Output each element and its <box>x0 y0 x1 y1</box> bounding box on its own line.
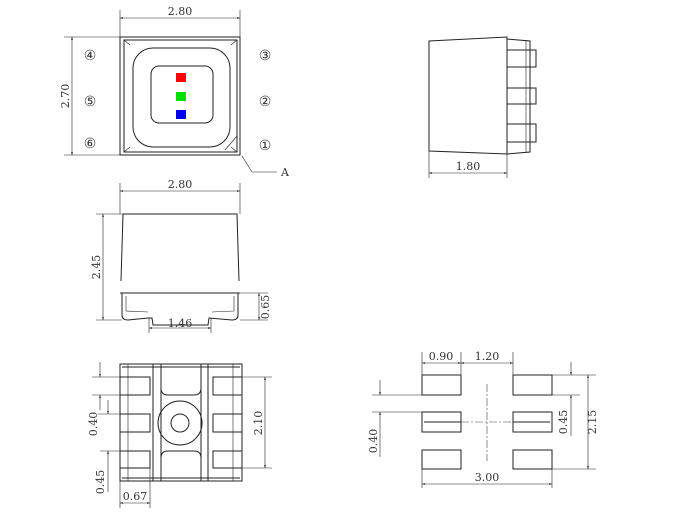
front-view: 2.80 2.45 0.65 1.46 <box>90 178 272 333</box>
front-width-dim: 2.80 <box>168 178 193 191</box>
fp-pad-width-dim: 0.45 <box>557 410 570 435</box>
red-led-chip <box>176 73 186 82</box>
top-height-dim: 2.70 <box>59 84 72 109</box>
pad-length-dim: 0.67 <box>123 490 148 503</box>
fp-row-gap-dim: 0.40 <box>367 429 380 454</box>
bottom-view: 0.40 0.45 0.67 2.10 <box>87 362 272 508</box>
fp-total-width-dim: 3.00 <box>475 471 500 484</box>
pin-1-label: ① <box>259 138 272 154</box>
pad-width-dim: 0.45 <box>94 470 107 495</box>
pin-3-label: ③ <box>259 48 272 64</box>
leg-height-dim: 0.65 <box>259 295 272 320</box>
pin-6-label: ⑥ <box>84 136 97 152</box>
green-led-chip <box>176 92 186 101</box>
pin-2-label: ② <box>259 94 272 110</box>
blue-led-chip <box>176 110 186 119</box>
footprint-view: 0.90 1.20 3.00 2.15 0.45 0.40 <box>367 350 599 488</box>
marker-a-label: A <box>280 166 290 179</box>
fp-total-height-dim: 2.15 <box>586 410 599 435</box>
pad-gap-dim: 0.40 <box>87 412 100 437</box>
pin-5-label: ⑤ <box>84 94 97 110</box>
bottom-gap-dim: 1.46 <box>168 317 193 330</box>
fp-pad-length-dim: 0.90 <box>429 350 454 363</box>
pin-4-label: ④ <box>84 48 97 64</box>
pad-span-dim: 2.10 <box>252 411 265 436</box>
top-view: 2.80 2.70 ④ ⑤ ⑥ ③ ② ① A <box>59 5 290 179</box>
depth-dim: 1.80 <box>456 160 481 173</box>
top-width-dim: 2.80 <box>168 5 193 18</box>
fp-pad-gap-dim: 1.20 <box>475 350 500 363</box>
side-view: 1.80 <box>428 36 537 178</box>
front-height-dim: 2.45 <box>90 255 103 280</box>
